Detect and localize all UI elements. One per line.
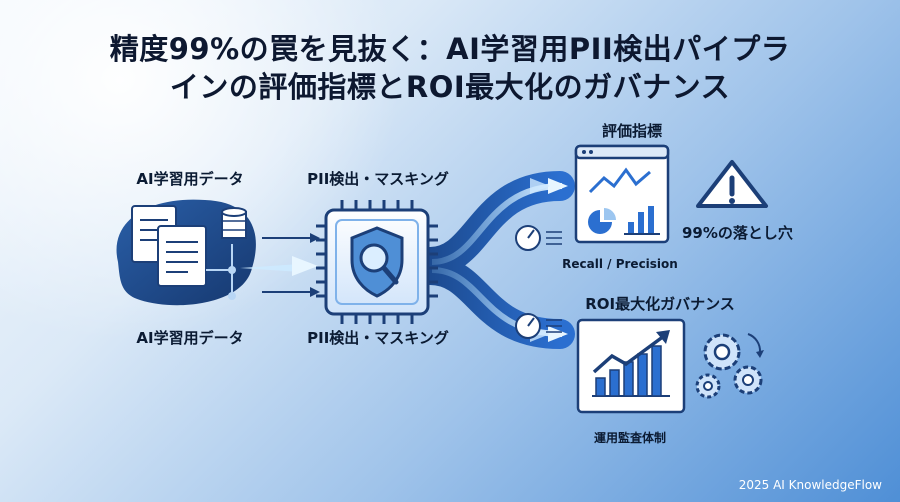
growth-chart-icon: [576, 318, 686, 414]
gauge-icon: [515, 313, 562, 339]
label-pitfall: 99%の落とし穴: [682, 224, 793, 242]
footer-credit: 2025 AI KnowledgeFlow: [738, 478, 882, 492]
label-pii-top: PII検出・マスキング: [307, 170, 449, 188]
label-data-bottom: AI学習用データ: [136, 329, 244, 347]
input-arrows: [240, 233, 320, 297]
document-icon: [157, 225, 207, 287]
gauge-icon: [515, 225, 562, 251]
chip-shield-icon: [316, 200, 438, 324]
database-icon: [221, 207, 247, 239]
data-streams: [415, 171, 575, 349]
label-roi: ROI最大化ガバナンス: [585, 295, 735, 313]
title-line-1: 精度99%の罠を見抜く：AI学習用PII検出パイプラ: [109, 32, 791, 66]
dashboard-icon: [574, 144, 670, 244]
warning-icon: [696, 160, 768, 208]
label-pii-bottom: PII検出・マスキング: [307, 329, 449, 347]
data-source-group: [116, 199, 256, 306]
label-audit: 運用監査体制: [593, 431, 667, 445]
label-data-top: AI学習用データ: [136, 170, 244, 188]
label-recall-precision: Recall / Precision: [562, 257, 678, 271]
label-metrics: 評価指標: [601, 122, 663, 140]
title-line-2: インの評価指標とROI最大化のガバナンス: [169, 70, 731, 104]
gears-icon: [695, 333, 764, 399]
